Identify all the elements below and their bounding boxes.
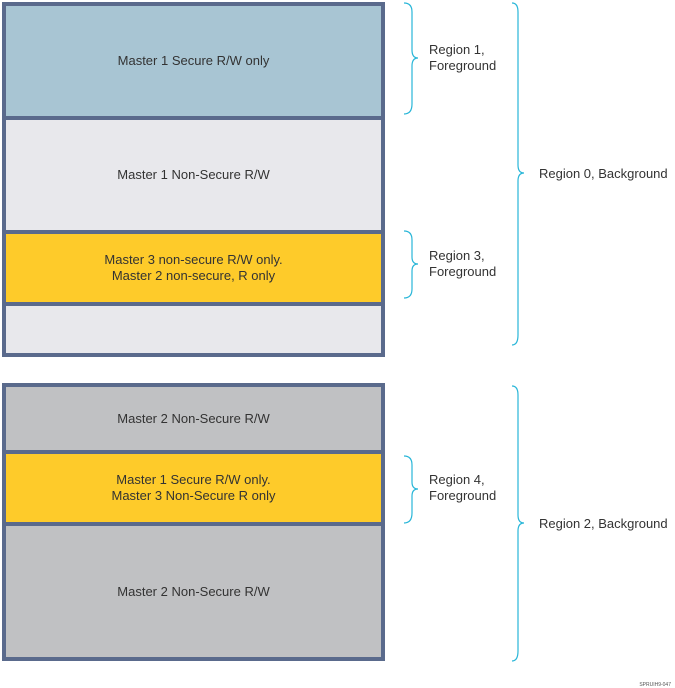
brace-region0 bbox=[511, 2, 525, 346]
memory-block-bottom: Master 2 Non-Secure R/W Master 1 Secure … bbox=[2, 383, 385, 661]
segment-region2-master2-upper: Master 2 Non-Secure R/W bbox=[6, 387, 381, 450]
segment-label: Master 1 Secure R/W only. Master 3 Non-S… bbox=[111, 472, 276, 503]
brace-region3 bbox=[403, 230, 419, 299]
label-region3: Region 3, Foreground bbox=[429, 248, 497, 279]
label-region2: Region 2, Background bbox=[539, 516, 668, 531]
segment-region2-master2-lower: Master 2 Non-Secure R/W bbox=[6, 526, 381, 657]
label-region0: Region 0, Background bbox=[539, 166, 668, 181]
label-region1: Region 1, Foreground bbox=[429, 42, 497, 73]
brace-region4 bbox=[403, 455, 419, 524]
brace-region1 bbox=[403, 2, 419, 115]
segment-label: Master 2 Non-Secure R/W bbox=[117, 583, 270, 599]
segment-label: Master 1 Secure R/W only bbox=[117, 53, 270, 68]
label-region4: Region 4, Foreground bbox=[429, 472, 497, 503]
segment-region0-master1-nonsecure: Master 1 Non-Secure R/W bbox=[6, 120, 381, 230]
segment-region3-master3-master2: Master 3 non-secure R/W only. Master 2 n… bbox=[6, 234, 381, 302]
segment-label: Master 2 Non-Secure R/W bbox=[117, 410, 270, 426]
brace-region2 bbox=[511, 385, 525, 662]
segment-region1-master1-secure: Master 1 Secure R/W only bbox=[6, 6, 381, 116]
segment-label: Master 3 non-secure R/W only. Master 2 n… bbox=[104, 252, 283, 283]
segment-label: Master 1 Non-Secure R/W bbox=[117, 167, 270, 182]
segment-region4-master1-master3: Master 1 Secure R/W only. Master 3 Non-S… bbox=[6, 454, 381, 522]
memory-block-top: Master 1 Secure R/W only Master 1 Non-Se… bbox=[2, 2, 385, 357]
segment-region0-lower bbox=[6, 306, 381, 353]
figure-id: SPRUIH9-047 bbox=[639, 682, 671, 688]
